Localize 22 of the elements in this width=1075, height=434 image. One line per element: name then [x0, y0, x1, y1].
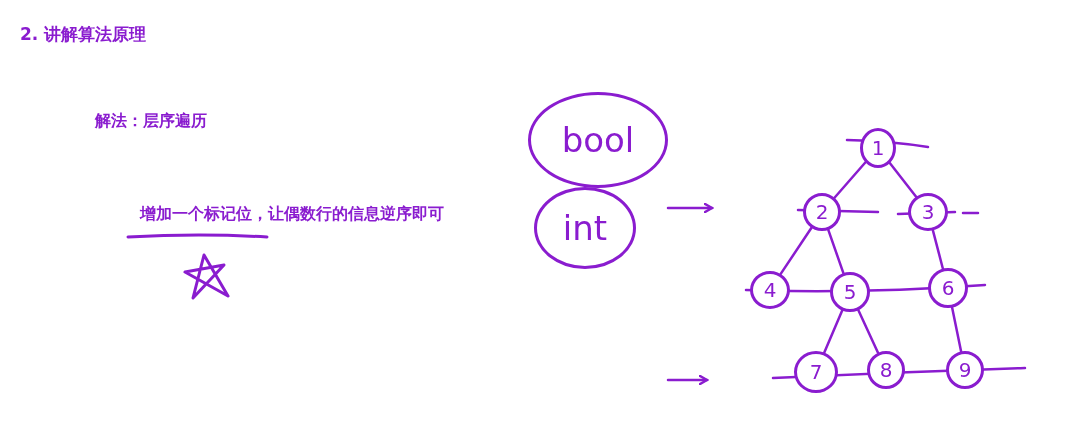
- tree-node-circle: 3: [908, 193, 948, 231]
- tree-edge: [823, 309, 844, 354]
- tree-edge: [827, 228, 845, 275]
- tree-node-circle: 9: [946, 351, 984, 389]
- tree-edge: [779, 226, 813, 276]
- tree-edge: [950, 306, 963, 353]
- note-text: 解法：层序遍历: [95, 111, 207, 132]
- circled-word: bool: [528, 92, 668, 188]
- tree-node-circle: 4: [750, 271, 790, 309]
- title: 2. 讲解算法原理: [20, 23, 147, 46]
- tree-edge: [833, 161, 867, 199]
- note-text: 增加一个标记位，让偶数行的信息逆序即可: [140, 204, 444, 225]
- tree-node-circle: 6: [928, 268, 968, 308]
- tree-edge: [931, 229, 945, 270]
- tree-node-circle: 1: [860, 128, 896, 168]
- circled-word: int: [534, 187, 636, 269]
- tree-node-circle: 8: [867, 351, 905, 389]
- tree-edge: [857, 308, 880, 354]
- tree-node-circle: 5: [830, 272, 870, 312]
- tree-edge: [888, 161, 918, 198]
- tree-node-circle: 7: [794, 351, 838, 393]
- tree-node-circle: 2: [803, 193, 841, 231]
